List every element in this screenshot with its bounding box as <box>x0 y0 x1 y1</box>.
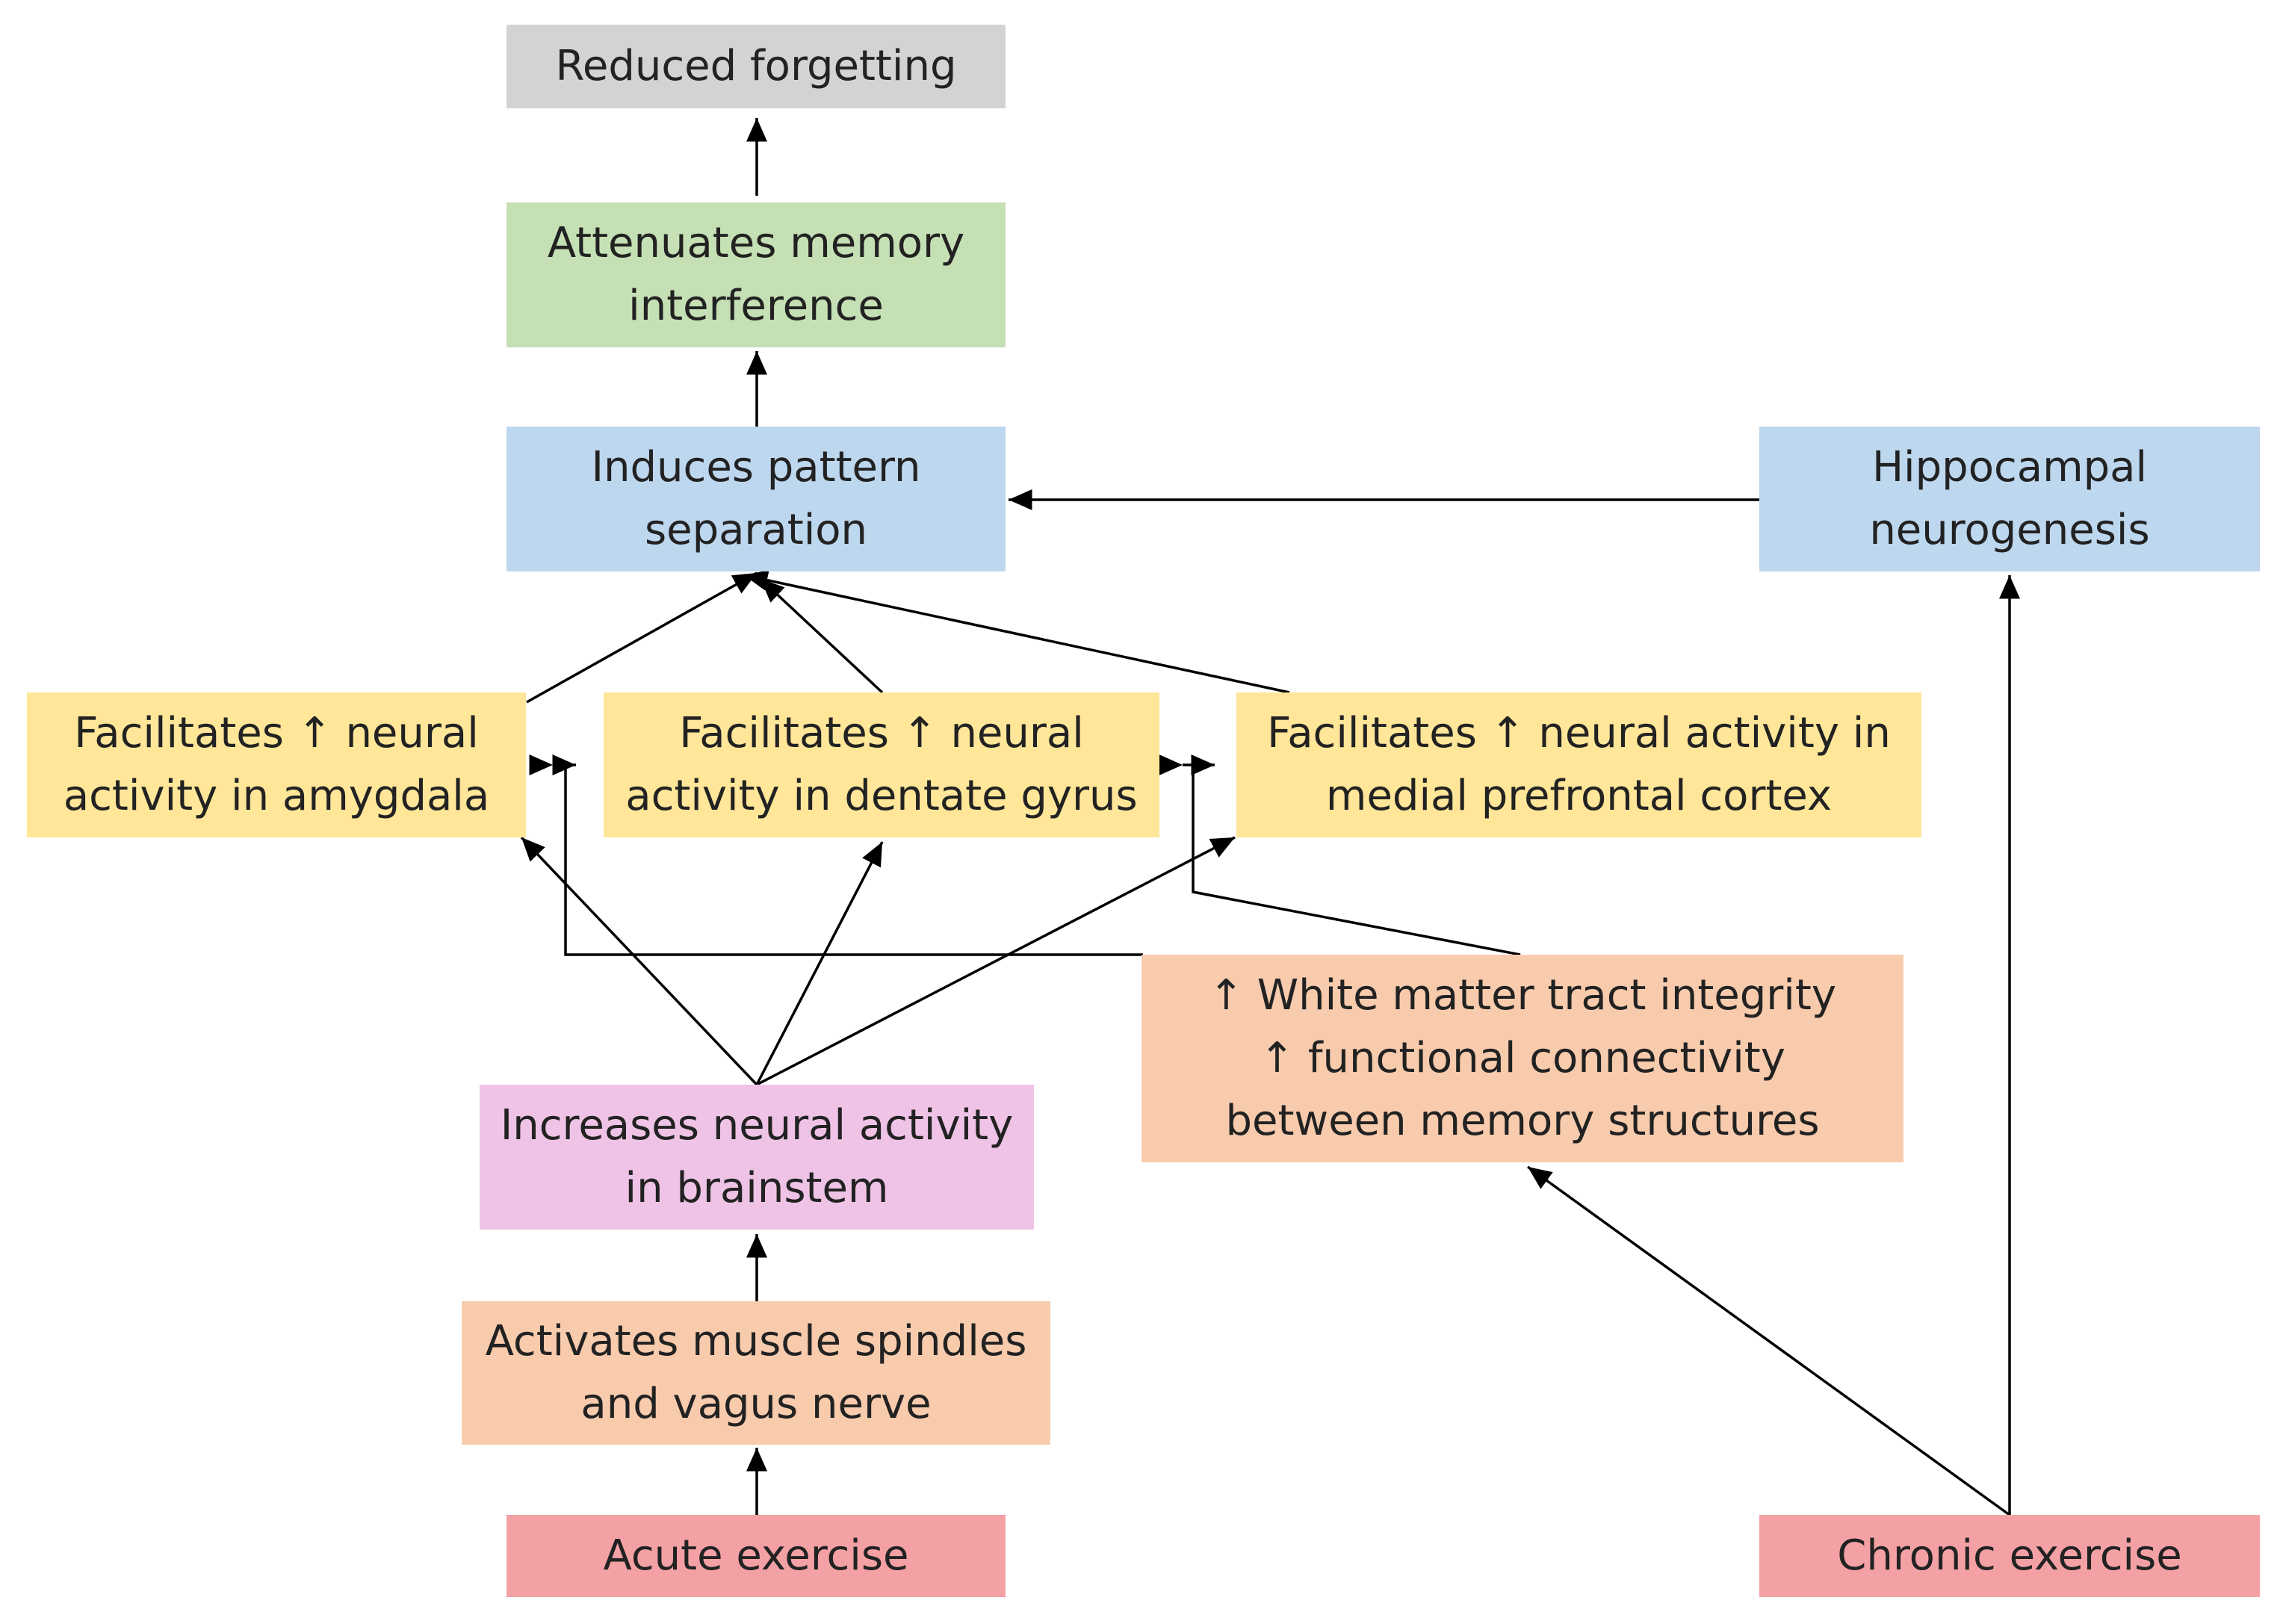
induces-pattern-separation-box: Induces pattern separation <box>507 427 1006 571</box>
reduced-forgetting-box: Reduced forgetting <box>507 25 1006 108</box>
amygdala-activity-box: Facilitates ↑ neural activity in amygdal… <box>27 692 526 837</box>
dentate-gyrus-activity-box: Facilitates ↑ neural activity in dentate… <box>604 692 1159 837</box>
attenuates-memory-interference-box: Attenuates memory interference <box>507 202 1006 347</box>
arrow-chronic-to-white-matter <box>1526 1165 2011 1516</box>
muscle-spindles-vagus-box: Activates muscle spindles and vagus nerv… <box>462 1301 1050 1445</box>
connector-white-matter-to-dentate-mpfc <box>1192 765 1521 956</box>
acute-exercise-box: Acute exercise <box>507 1515 1006 1597</box>
arrow-brainstem-to-amygdala <box>520 836 758 1086</box>
connector-white-matter-to-amygdala-dentate <box>564 765 1143 956</box>
chronic-exercise-box: Chronic exercise <box>1759 1515 2260 1597</box>
hippocampal-neurogenesis-box: Hippocampal neurogenesis <box>1759 427 2260 571</box>
arrow-amygdala-to-pattern <box>526 571 758 704</box>
white-matter-connectivity-box: ↑ White matter tract integrity ↑ functio… <box>1142 955 1903 1162</box>
medial-prefrontal-cortex-activity-box: Facilitates ↑ neural activity in medial … <box>1236 692 1921 837</box>
arrow-brainstem-to-mpfc <box>756 836 1236 1086</box>
arrow-brainstem-to-dentate <box>755 841 884 1085</box>
arrow-dentate-to-pattern <box>759 577 884 694</box>
brainstem-activity-box: Increases neural activity in brainstem <box>480 1085 1034 1230</box>
arrow-mpfc-to-pattern <box>743 569 1290 694</box>
